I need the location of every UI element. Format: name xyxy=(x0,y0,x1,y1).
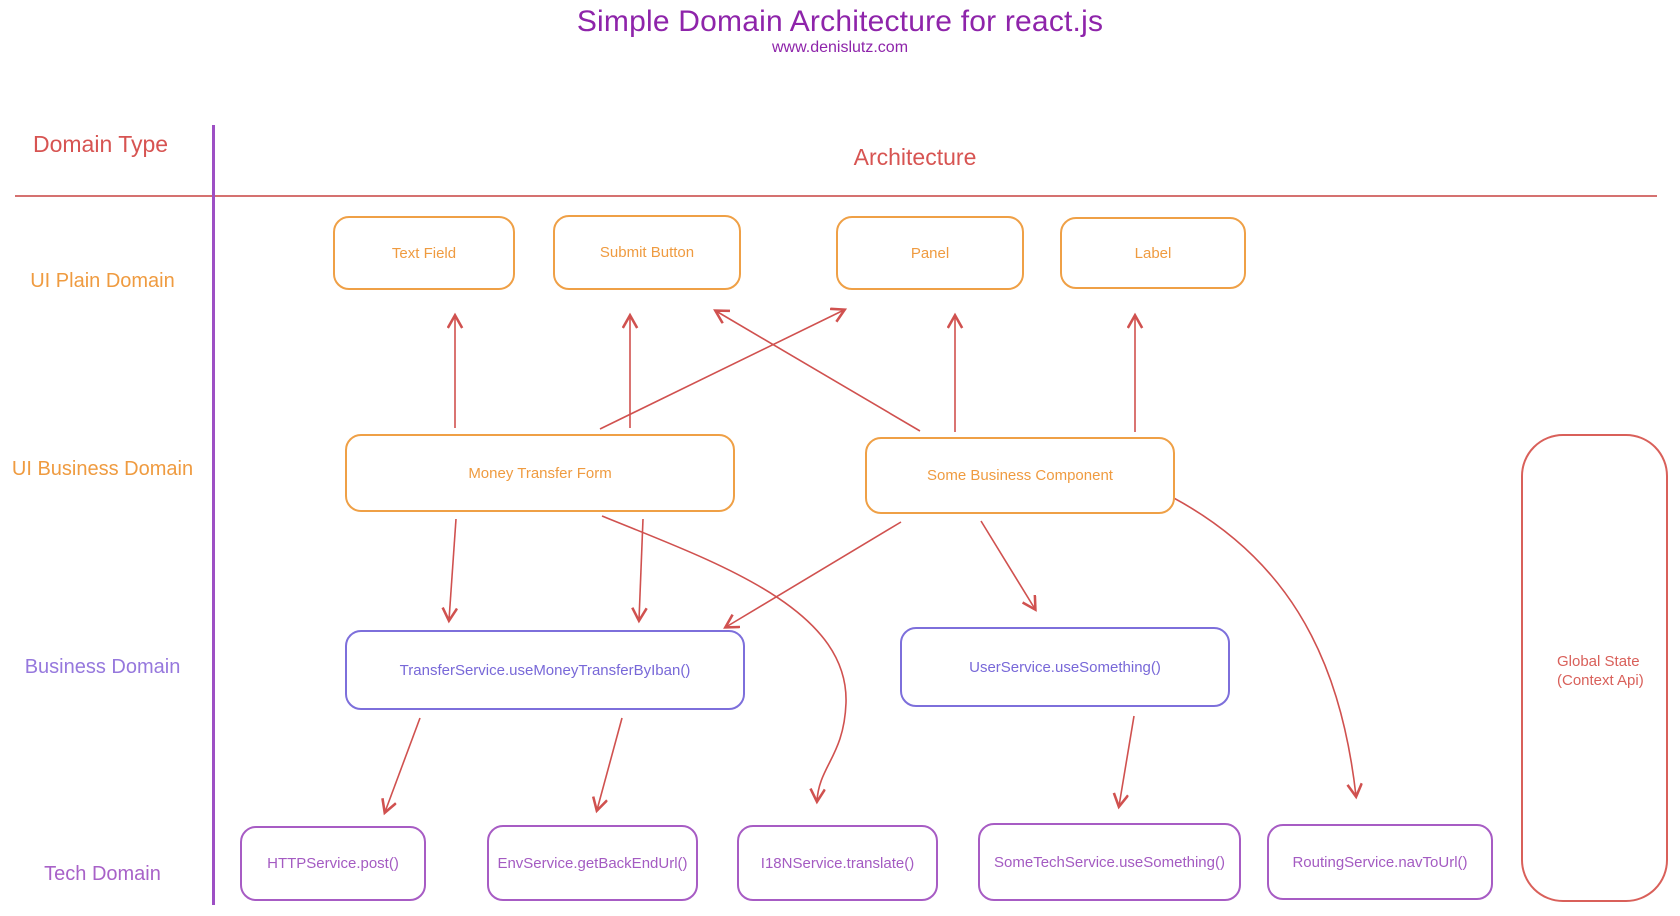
arrow-money-transfer-form-to-transfer-service-1 xyxy=(449,518,456,620)
node-some-tech-service: SomeTechService.useSomething() xyxy=(978,823,1241,901)
header-rule-line xyxy=(15,195,1657,197)
node-routing-service-label: RoutingService.navToUrl() xyxy=(1292,853,1468,871)
node-text-field-label: Text Field xyxy=(391,244,457,262)
arrow-money-transfer-form-to-transfer-service-2 xyxy=(639,518,643,620)
arrow-transfer-service-to-env-service xyxy=(597,717,623,810)
node-submit-button: Submit Button xyxy=(553,215,741,290)
node-env-service: EnvService.getBackEndUrl() xyxy=(487,825,698,901)
node-env-service-label: EnvService.getBackEndUrl() xyxy=(497,854,688,872)
arrow-money-transfer-form-to-panel xyxy=(599,310,844,430)
node-panel: Panel xyxy=(836,216,1024,290)
node-some-tech-service-label: SomeTechService.useSomething() xyxy=(994,853,1225,871)
arrow-transfer-service-to-http-service xyxy=(385,717,421,812)
node-label: Label xyxy=(1060,217,1246,289)
node-some-business-component-label: Some Business Component xyxy=(927,467,1113,484)
column-header-domain-type: Domain Type xyxy=(33,131,169,157)
page-subtitle: www.denislutz.com xyxy=(771,39,909,56)
node-text-field: Text Field xyxy=(333,216,515,290)
column-divider-line xyxy=(212,125,215,905)
node-panel-label: Panel xyxy=(910,244,950,262)
node-i18n-service: I18NService.translate() xyxy=(737,825,938,901)
node-routing-service: RoutingService.navToUrl() xyxy=(1267,824,1493,900)
node-label-label: Label xyxy=(1134,244,1172,262)
node-user-service-label: UserService.useSomething() xyxy=(969,658,1161,676)
page-title: Simple Domain Architecture for react.js xyxy=(576,5,1104,38)
row-label-ui-plain-domain: UI Plain Domain xyxy=(30,270,175,292)
node-user-service: UserService.useSomething() xyxy=(900,627,1230,707)
node-money-transfer-form-label: Money Transfer Form xyxy=(468,464,612,482)
global-state-line1: Global State xyxy=(1557,653,1640,670)
arrow-some-business-component-to-submit-button xyxy=(716,311,921,432)
row-label-ui-business-domain: UI Business Domain xyxy=(11,458,194,480)
node-money-transfer-form: Money Transfer Form xyxy=(345,434,735,512)
row-label-tech-domain: Tech Domain xyxy=(44,863,161,885)
global-state-line2: (Context Api) xyxy=(1557,672,1644,689)
node-global-state-label: Global State (Context Api) xyxy=(1557,652,1644,690)
node-global-state: Global State (Context Api) xyxy=(1521,434,1668,902)
arrow-user-service-to-some-tech-service xyxy=(1119,715,1135,806)
node-some-business-component: Some Business Component xyxy=(865,437,1175,514)
arrow-some-business-component-to-user-service xyxy=(980,520,1035,609)
node-http-service: HTTPService.post() xyxy=(240,826,426,901)
column-header-architecture: Architecture xyxy=(853,144,977,170)
node-http-service-label: HTTPService.post() xyxy=(267,855,399,872)
node-submit-button-label: Submit Button xyxy=(599,244,695,261)
node-transfer-service: TransferService.useMoneyTransferByIban() xyxy=(345,630,745,710)
arrow-some-business-component-to-transfer-service xyxy=(726,521,902,627)
row-label-business-domain: Business Domain xyxy=(24,656,181,678)
node-transfer-service-label: TransferService.useMoneyTransferByIban() xyxy=(399,661,691,679)
node-i18n-service-label: I18NService.translate() xyxy=(760,854,915,872)
